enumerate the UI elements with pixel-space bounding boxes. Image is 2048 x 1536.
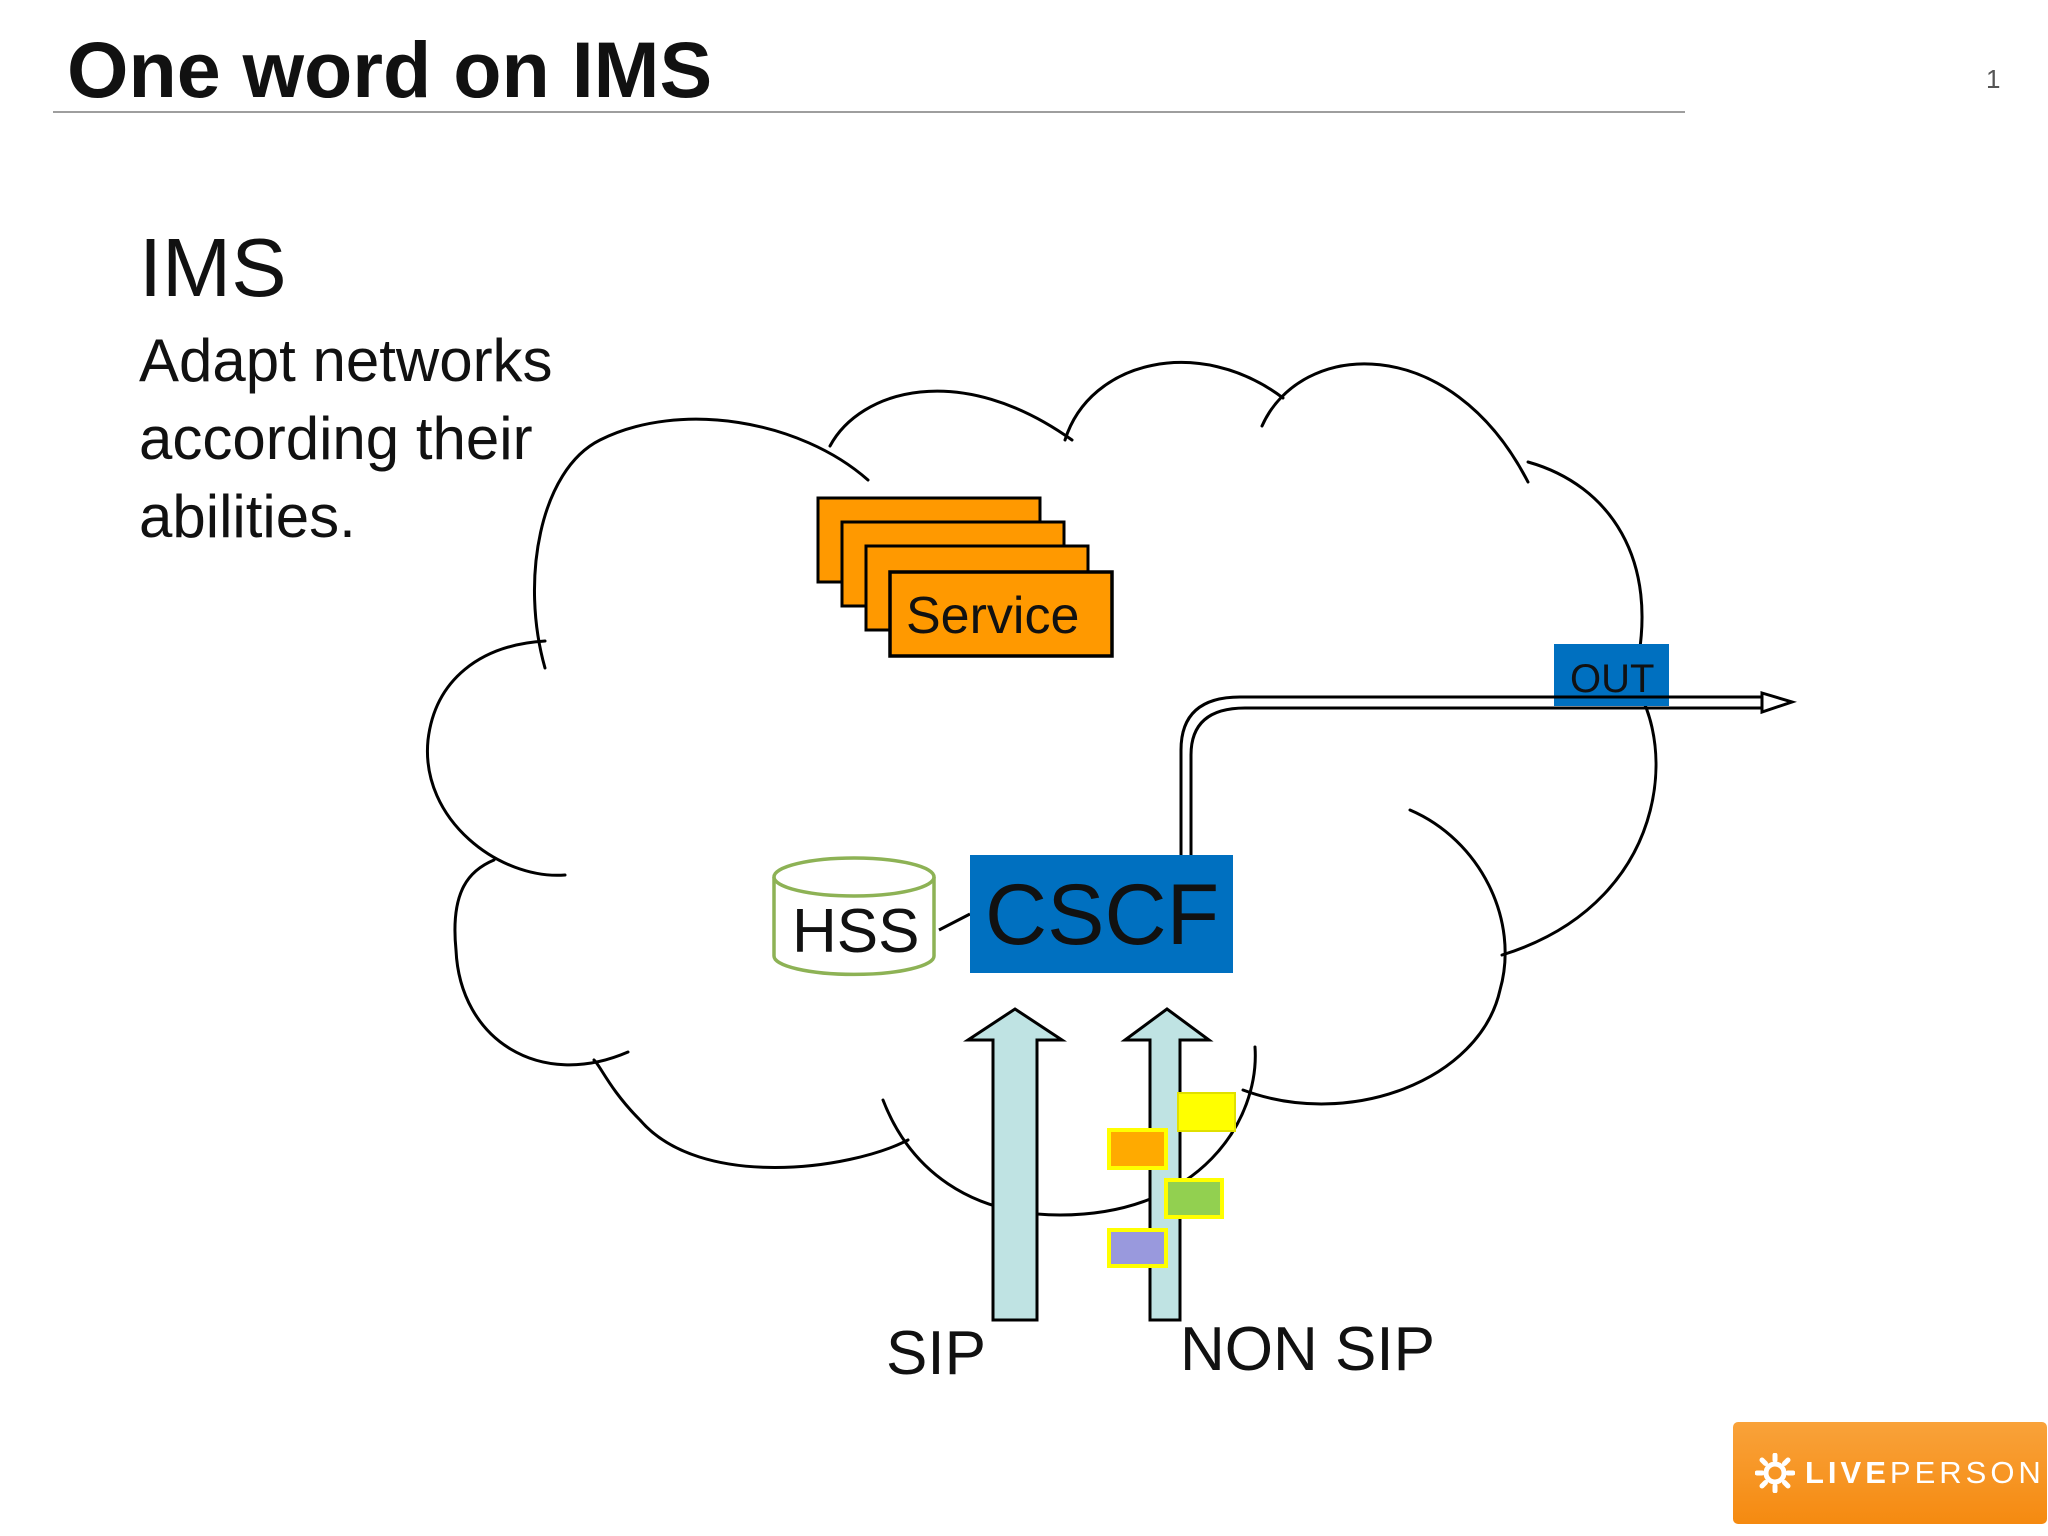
packet-purple	[1107, 1228, 1168, 1268]
non-sip-label: NON SIP	[1180, 1315, 1435, 1384]
body-line-2: according their	[139, 405, 533, 472]
out-label: OUT	[1570, 657, 1654, 701]
page-number: 1	[1986, 64, 2001, 94]
cscf-label: CSCF	[985, 867, 1219, 963]
packet-orange	[1107, 1128, 1168, 1170]
sip-label: SIP	[886, 1319, 986, 1388]
network-cloud	[426, 360, 1658, 1217]
sun-icon	[1755, 1453, 1795, 1493]
logo-word-live: LIVE	[1805, 1455, 1890, 1490]
logo-word-person: PERSON	[1889, 1455, 2045, 1490]
sip-arrow	[963, 1007, 1067, 1322]
body-line-1: Adapt networks	[139, 327, 553, 394]
service-stack: Service	[816, 496, 1114, 658]
packet-yellow	[1177, 1092, 1236, 1132]
cscf-box	[970, 855, 1233, 973]
service-box-front	[888, 570, 1114, 658]
hss-cscf-link	[938, 912, 971, 932]
body-line-3: abilities.	[139, 483, 356, 550]
logo-wordmark: LIVEPERSON	[1805, 1455, 2045, 1491]
liveperson-logo: LIVEPERSON	[1733, 1422, 2047, 1524]
service-label: Service	[906, 587, 1079, 645]
outbound-arrow	[1179, 690, 1797, 855]
slide-title: One word on IMS	[67, 25, 713, 114]
packet-green	[1164, 1178, 1224, 1219]
hss-database: HSS	[772, 856, 936, 977]
hss-label: HSS	[792, 897, 919, 966]
section-heading: IMS	[139, 221, 287, 314]
title-divider	[53, 111, 1685, 113]
